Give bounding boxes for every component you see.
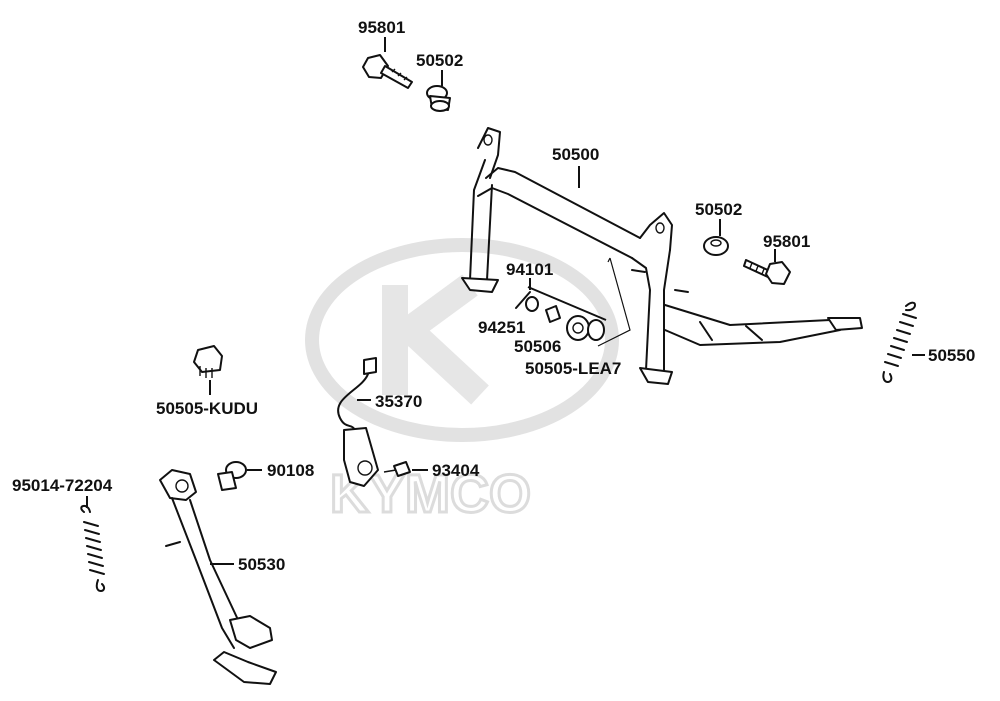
watermark-ring [305,238,619,442]
nut-50502-top [426,85,451,112]
label-95801-top: 95801 [358,18,405,37]
label-50500: 50500 [552,145,599,164]
side-stand-50530 [159,469,277,685]
label-50530: 50530 [238,555,285,574]
label-35370: 35370 [375,392,422,411]
label-93404: 93404 [432,461,480,480]
watermark-k-mark [382,274,489,405]
label-50505-kudu: 50505-KUDU [156,399,258,418]
screw-93404 [383,461,411,477]
label-50550: 50550 [928,346,975,365]
label-50502-right: 50502 [695,200,742,219]
spring-50550 [882,301,917,383]
side-stand-switch-35370 [337,357,379,487]
label-50506: 50506 [514,337,561,356]
main-stand-50500 [461,127,863,385]
label-95014-72204: 95014-72204 [12,476,113,495]
label-94251: 94251 [478,318,525,337]
washer-50502-right [703,236,729,256]
spring-95014-72204 [80,505,105,592]
label-50505-lea7: 50505-LEA7 [525,359,621,378]
bolt-95801-right [743,259,791,285]
label-94101: 94101 [506,260,553,279]
label-95801-right: 95801 [763,232,810,251]
collar-50506 [545,305,561,323]
bolt-90108 [217,461,247,491]
bushing-50505-lea7 [566,315,605,341]
label-50502-top: 50502 [416,51,463,70]
group-line-94101 [527,286,607,321]
label-90108: 90108 [267,461,314,480]
rubber-stopper-50505-kudu [193,345,223,378]
pin-94251 [515,291,539,312]
assembly-bracket-line [597,257,631,347]
bolt-95801-top [362,54,413,89]
